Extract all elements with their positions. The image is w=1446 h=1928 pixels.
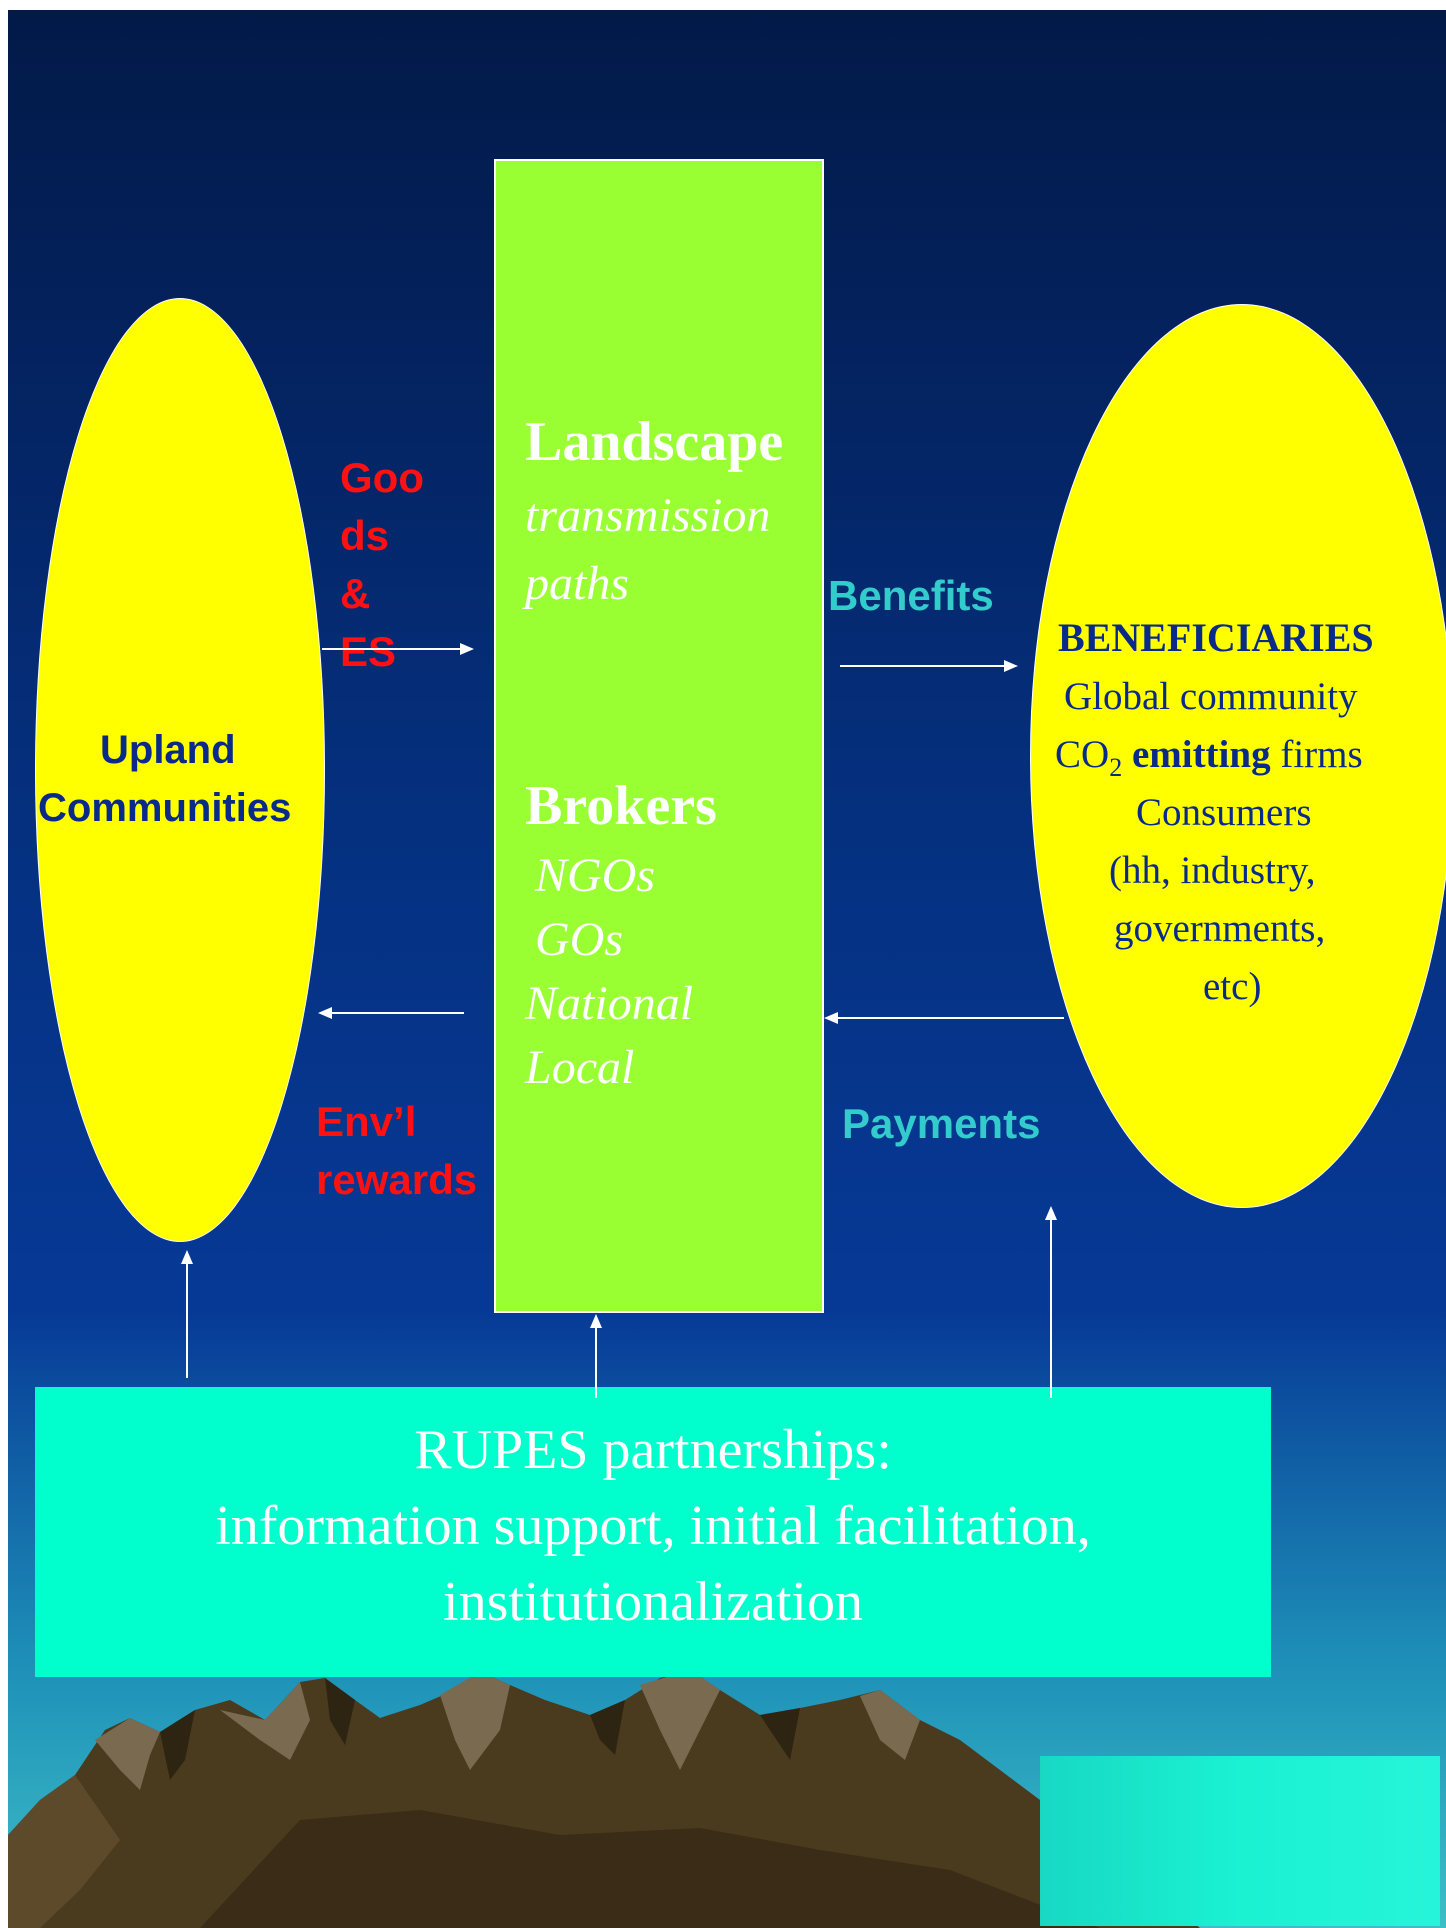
arrow-rewards-head xyxy=(318,1007,332,1019)
beneficiaries-line1: Global community xyxy=(1064,675,1358,718)
beneficiaries-node xyxy=(1030,304,1446,1208)
brokers-line-gos: GOs xyxy=(535,913,624,966)
brokers-title: Brokers xyxy=(525,775,717,837)
rupes-line3: institutionalization xyxy=(443,1571,863,1633)
brokers-line-ngos: NGOs xyxy=(535,849,656,902)
rewards-label-line2: rewards xyxy=(316,1156,478,1203)
beneficiaries-line6: etc) xyxy=(1203,965,1262,1008)
goods-label-line4: ES xyxy=(340,628,397,675)
arrow-rupes-beneficiaries-head xyxy=(1045,1206,1057,1220)
sea-shape xyxy=(1040,1756,1440,1926)
beneficiaries-line5: governments, xyxy=(1114,907,1326,950)
rewards-label-line1: Env’l xyxy=(316,1098,417,1145)
mountain-illustration xyxy=(8,1670,1200,1928)
arrow-payments-head xyxy=(824,1012,838,1024)
rupes-partnerships-box xyxy=(35,1387,1271,1677)
rupes-line1: RUPES partnerships: xyxy=(414,1419,892,1481)
beneficiaries-co2-line: CO2 emitting firms xyxy=(1055,732,1363,783)
beneficiaries-line3: Consumers xyxy=(1136,791,1312,834)
arrow-rupes-upland-head xyxy=(181,1250,193,1264)
upland-communities-node xyxy=(35,298,325,1242)
brokers-line-local: Local xyxy=(525,1041,635,1094)
landscape-brokers-box xyxy=(494,159,824,1313)
benefits-label: Benefits xyxy=(828,572,994,619)
payments-label: Payments xyxy=(842,1100,1041,1147)
arrow-benefits-head xyxy=(1004,660,1018,672)
upland-label-line1: Upland xyxy=(100,728,236,772)
landscape-line1: transmission xyxy=(525,489,771,542)
landscape-title: Landscape xyxy=(525,411,784,473)
landscape-line2: paths xyxy=(525,557,630,610)
arrow-rupes-box-head xyxy=(590,1314,602,1328)
co2-subscript: 2 xyxy=(1109,752,1123,782)
beneficiaries-title: BENEFICIARIES xyxy=(1058,615,1374,660)
co2-prefix: CO xyxy=(1055,733,1110,776)
co2-bold-word: emitting xyxy=(1131,733,1271,776)
co2-suffix: firms xyxy=(1280,733,1363,776)
rupes-line2: information support, initial facilitatio… xyxy=(215,1495,1091,1557)
goods-label-line1: Goo xyxy=(340,454,424,501)
arrow-goods-head xyxy=(460,643,474,655)
goods-label-line2: ds xyxy=(340,512,390,559)
upland-label-line2: Communities xyxy=(38,786,292,830)
brokers-line-national: National xyxy=(525,977,694,1030)
goods-label-line3: & xyxy=(340,570,371,617)
beneficiaries-line4: (hh, industry, xyxy=(1109,849,1316,892)
